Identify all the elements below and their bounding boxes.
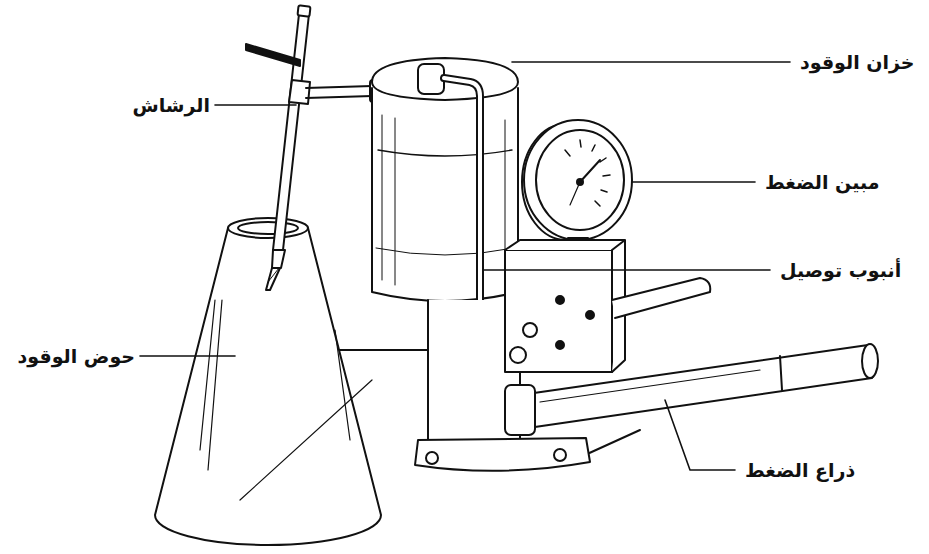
pump-body	[415, 240, 710, 471]
pressure-lever	[505, 344, 878, 435]
leader-line	[215, 104, 296, 106]
table-edge	[585, 430, 640, 455]
part-label: خزان الوقود	[798, 51, 917, 74]
pressure-gauge	[522, 120, 632, 250]
leader-line	[665, 400, 735, 470]
part-label: مبين الضغط	[763, 171, 881, 194]
fuel-tank	[372, 58, 518, 301]
leader-lines	[140, 62, 790, 470]
pressure-line	[306, 86, 372, 98]
fuel-basin	[155, 218, 381, 545]
part-label: ذراع الضغط	[743, 459, 857, 482]
connecting-pipe	[444, 78, 512, 336]
leader-line	[632, 181, 755, 183]
leader-line	[140, 355, 235, 357]
part-label: الرشاش	[130, 94, 212, 117]
part-label: أنبوب توصيل	[778, 259, 903, 282]
injector	[246, 5, 310, 290]
leader-line	[512, 61, 790, 63]
leader-line	[484, 269, 770, 271]
part-label: حوض الوقود	[16, 345, 137, 368]
connecting-pipe	[444, 78, 512, 336]
